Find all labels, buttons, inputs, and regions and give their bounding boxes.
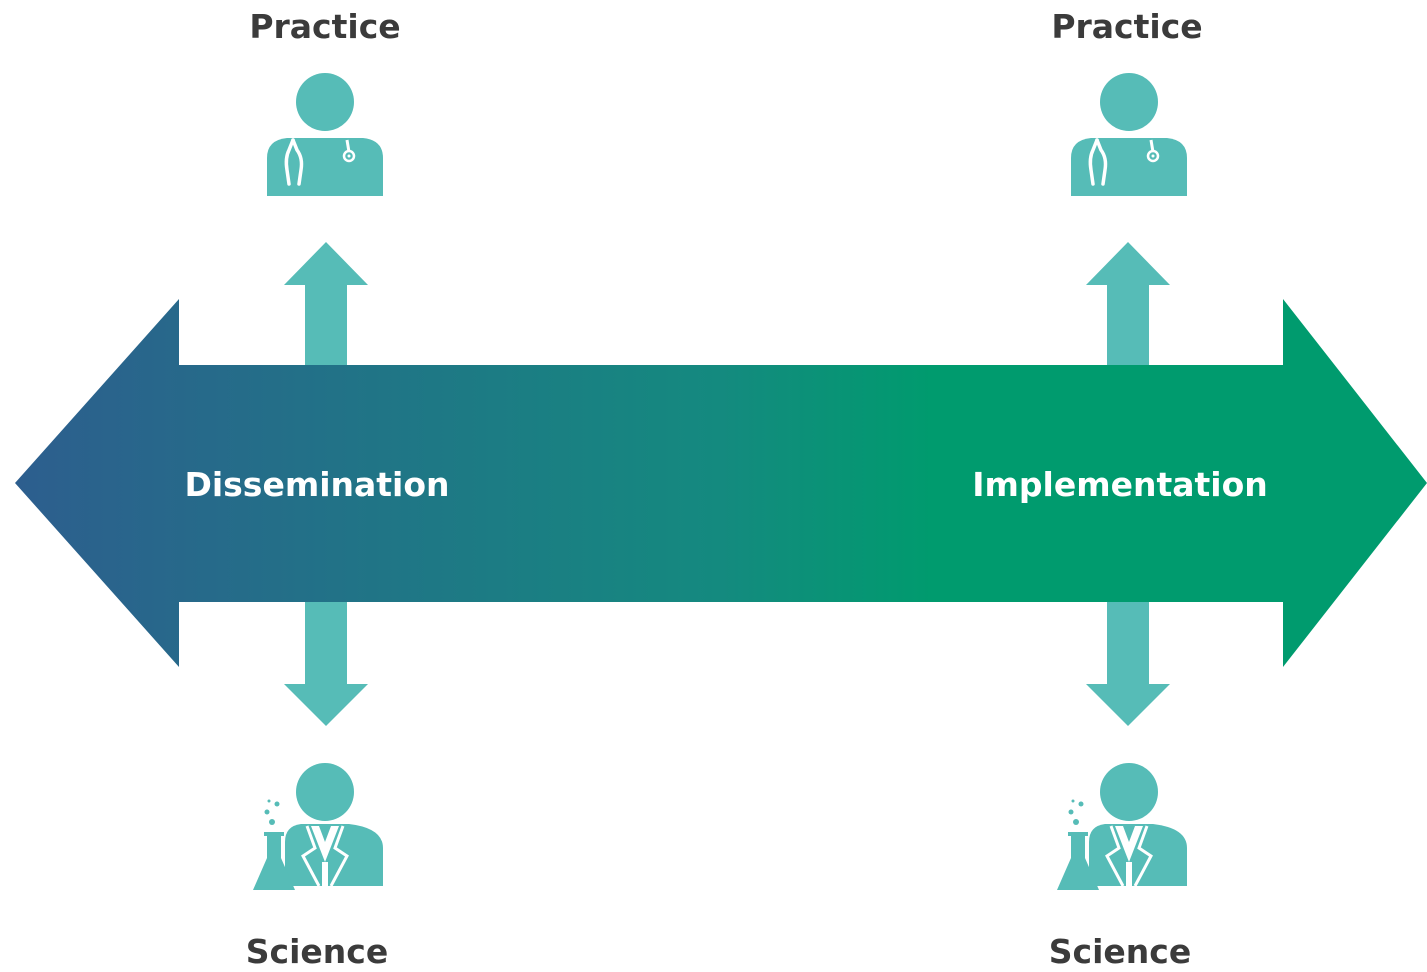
doctor-icon [267, 73, 383, 196]
scientist-icon [253, 763, 383, 890]
up-arrow-right [1086, 242, 1170, 365]
down-arrow-right [1086, 602, 1170, 726]
up-arrow-left [284, 242, 368, 365]
practice-label-right: Practice [1051, 7, 1202, 46]
dissemination-label: Dissemination [184, 465, 449, 504]
double-headed-arrow [15, 299, 1427, 667]
science-label-left: Science [246, 932, 388, 971]
doctor-icon [1071, 73, 1187, 196]
science-label-right: Science [1049, 932, 1191, 971]
scientist-icon [1057, 763, 1187, 890]
practice-label-left: Practice [249, 7, 400, 46]
down-arrow-left [284, 602, 368, 726]
implementation-label: Implementation [972, 465, 1268, 504]
